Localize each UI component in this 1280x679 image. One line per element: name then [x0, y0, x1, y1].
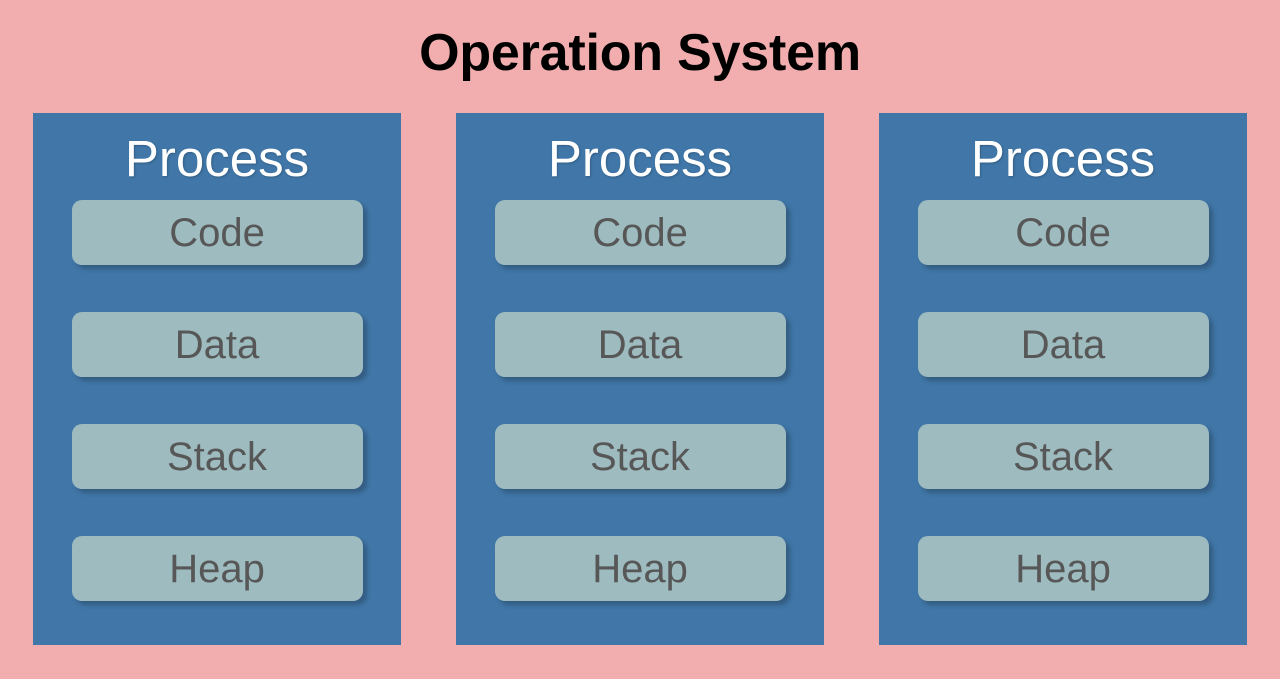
segment-stack: Stack [494, 424, 786, 489]
segment-code: Code [71, 200, 363, 265]
segment-list: Code Data Stack Heap [71, 200, 363, 601]
process-title: Process [547, 130, 733, 187]
process-title: Process [124, 130, 310, 187]
process-row: Process Code Data Stack Heap Process [33, 113, 1247, 645]
segment-heap: Heap [917, 536, 1209, 601]
process-title: Process [970, 130, 1156, 187]
segment-label: Data [597, 322, 683, 367]
segment-data: Data [917, 312, 1209, 377]
segment-label: Stack [1012, 434, 1114, 479]
segment-label: Heap [1015, 546, 1111, 591]
segment-heap: Heap [71, 536, 363, 601]
segment-label: Data [174, 322, 260, 367]
segment-label: Code [1015, 210, 1111, 255]
segment-label: Data [1020, 322, 1106, 367]
segment-code: Code [917, 200, 1209, 265]
segment-list: Code Data Stack Heap [494, 200, 786, 601]
segment-data: Data [494, 312, 786, 377]
process-box-3: Process Code Data Stack Heap [879, 113, 1247, 645]
segment-label: Code [592, 210, 688, 255]
process-box-1: Process Code Data Stack Heap [33, 113, 401, 645]
segment-label: Heap [169, 546, 265, 591]
process-box-2: Process Code Data Stack Heap [456, 113, 824, 645]
segment-label: Stack [166, 434, 268, 479]
segment-data: Data [71, 312, 363, 377]
segment-heap: Heap [494, 536, 786, 601]
segment-list: Code Data Stack Heap [917, 200, 1209, 601]
segment-label: Stack [589, 434, 691, 479]
segment-stack: Stack [917, 424, 1209, 489]
page-title: Operation System [419, 24, 861, 82]
segment-code: Code [494, 200, 786, 265]
segment-label: Code [169, 210, 265, 255]
segment-label: Heap [592, 546, 688, 591]
segment-stack: Stack [71, 424, 363, 489]
